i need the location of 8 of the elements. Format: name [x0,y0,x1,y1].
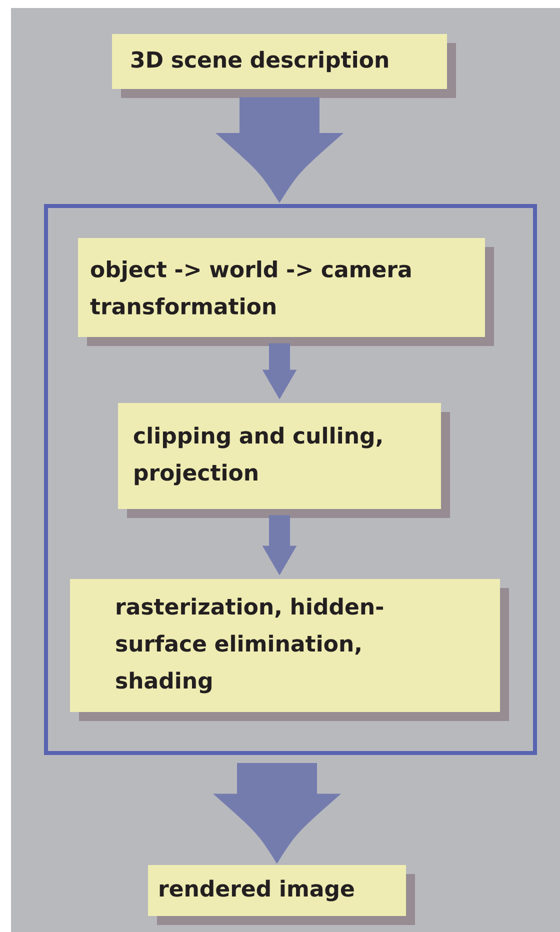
process-box: rendered image [148,865,415,925]
process-box: rasterization, hidden-surface elimination, shading [70,579,509,721]
block-arrow [216,97,344,203]
pipeline-frame [44,204,537,755]
process-box: 3D scene description [112,34,456,98]
process-box: object -> world -> camera transformation [78,238,494,346]
block-arrow [213,763,341,864]
process-box: clipping and culling, projection [118,403,450,518]
